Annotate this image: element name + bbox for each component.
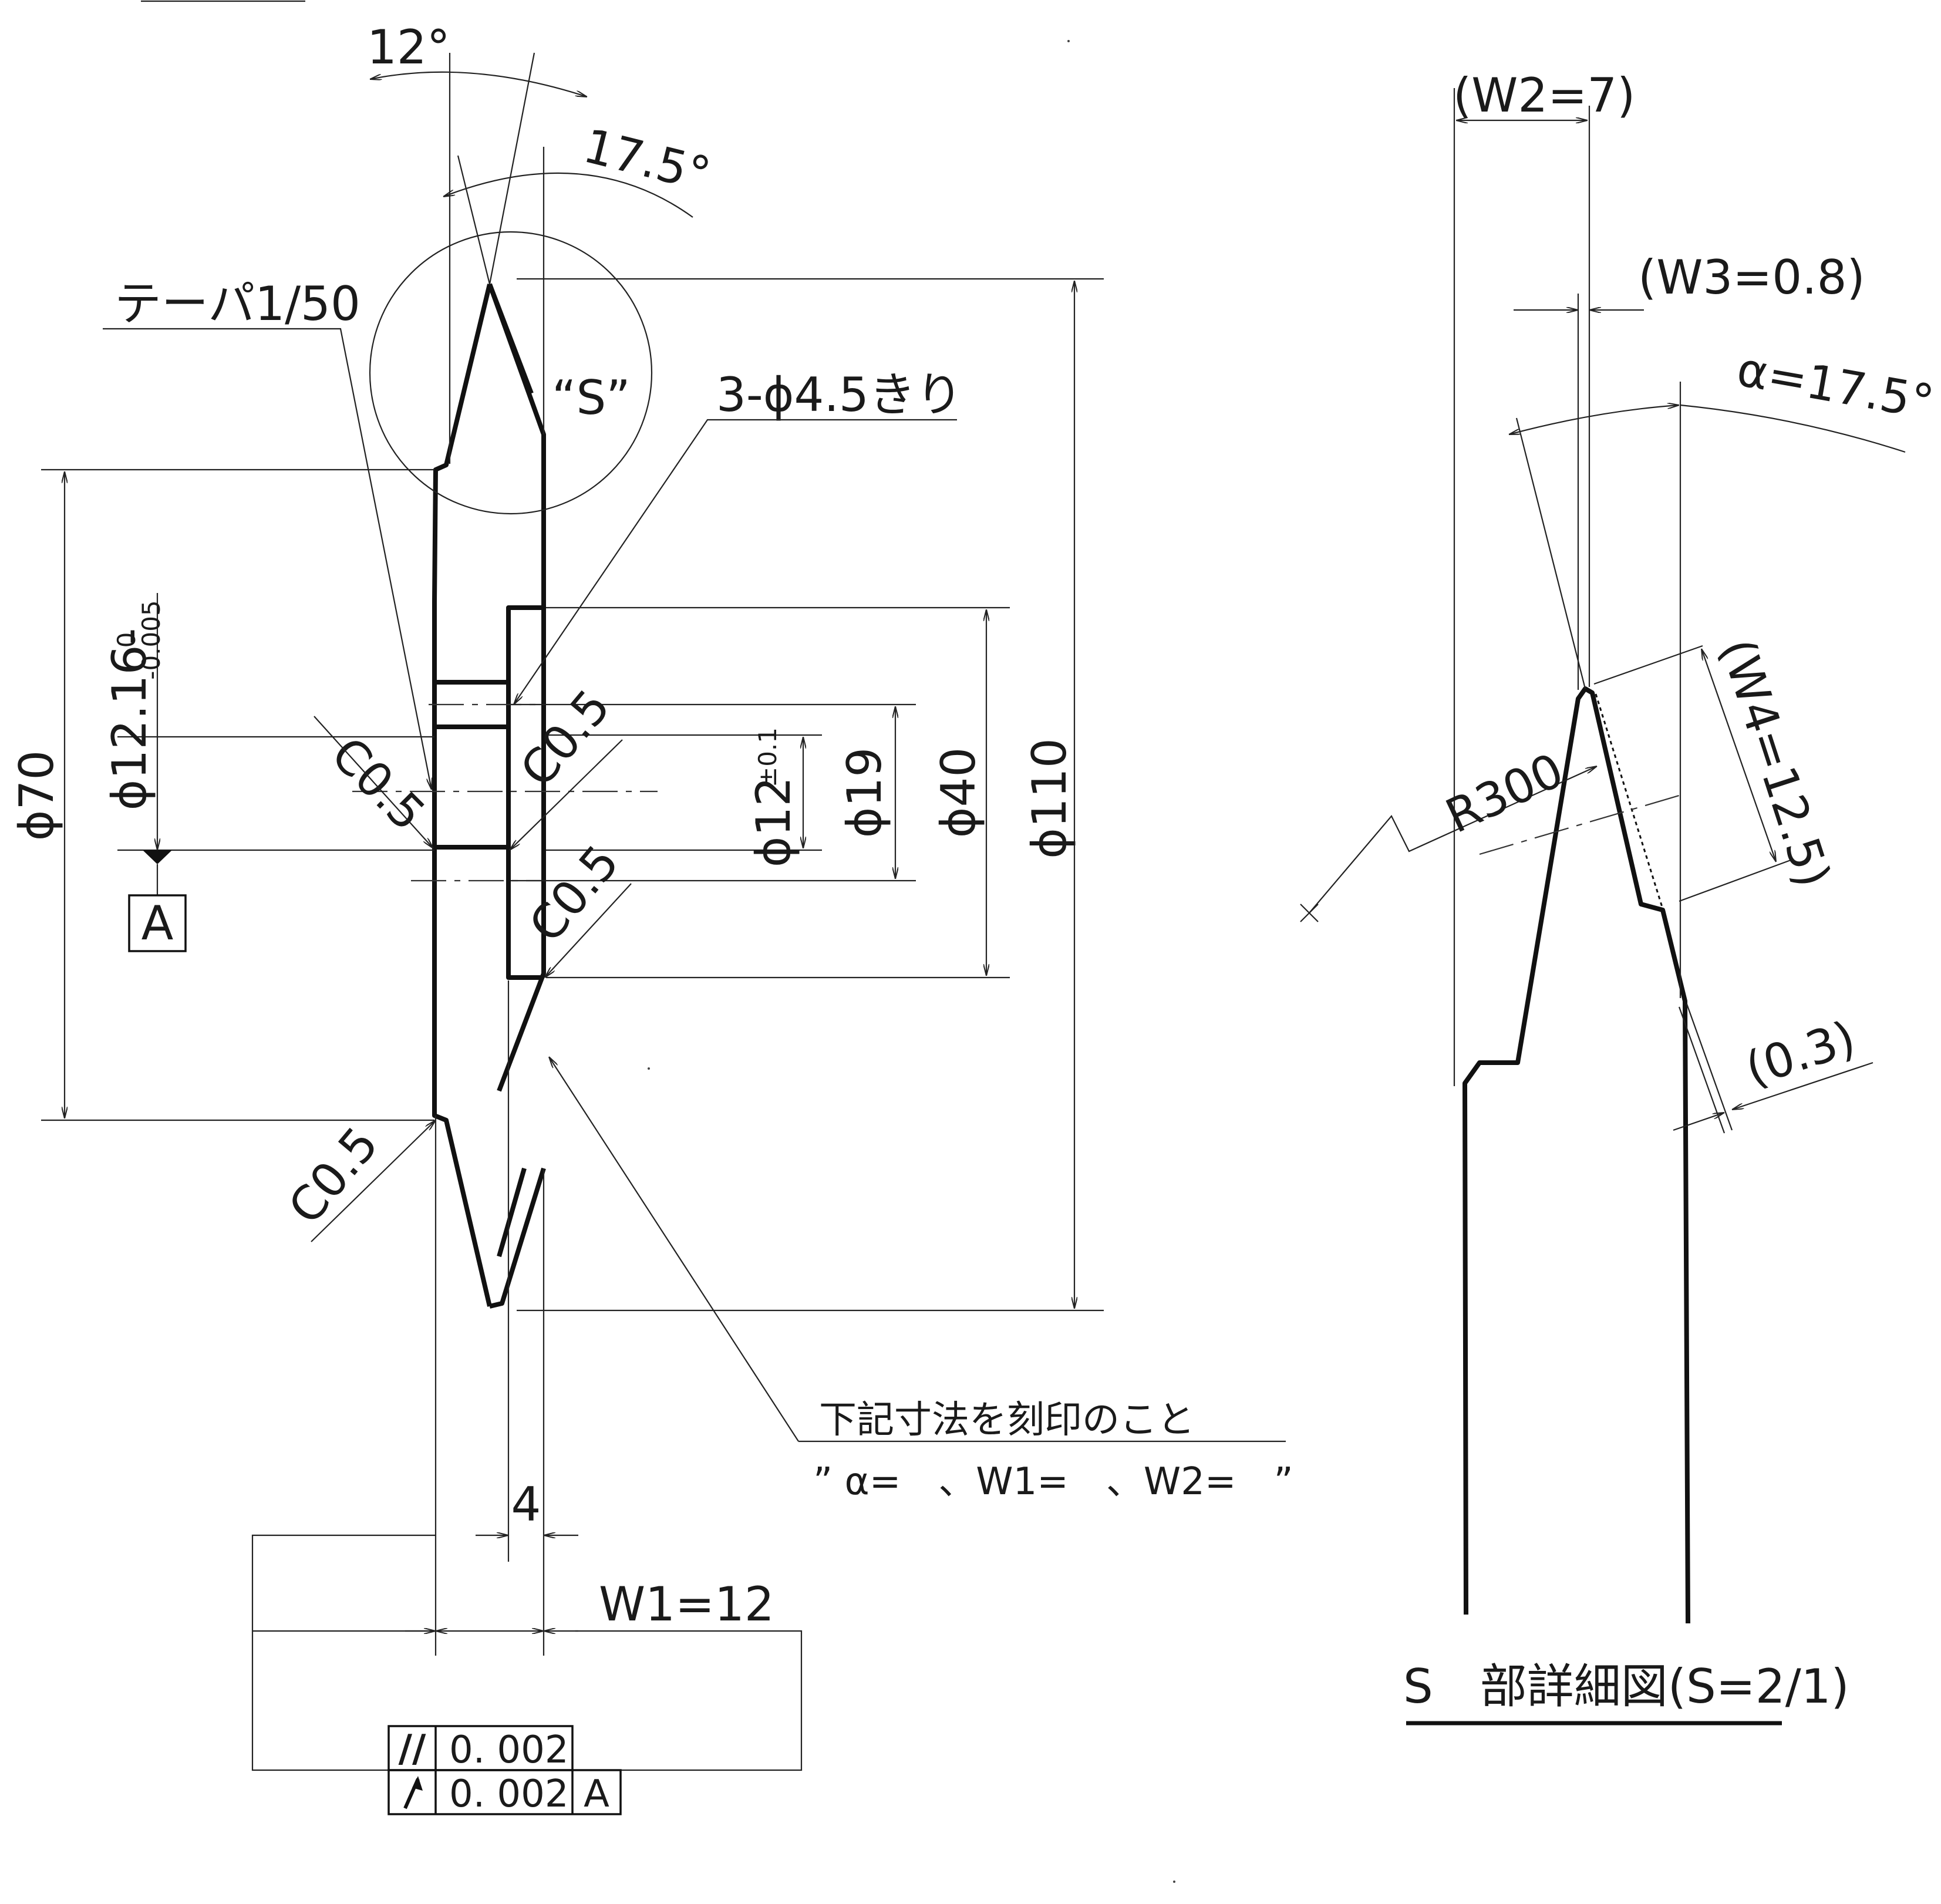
- detail-dim-line-w4: [1700, 649, 1777, 862]
- dim-phi40-label: ϕ40: [931, 747, 986, 838]
- datum-a-box: [128, 894, 187, 952]
- detail-relief-hatch: [1595, 693, 1664, 909]
- gdt-runout-frame: 0. 002 A: [387, 1769, 622, 1816]
- chamfer-c05-hub: C0.5: [518, 835, 629, 952]
- chamfer-leader-hub: [545, 883, 632, 978]
- detail-dim-line-03-right: [1732, 1061, 1873, 1111]
- dim-phi12-16-label: ϕ12.16-: [102, 628, 157, 811]
- detail-r300-centerline: [1479, 794, 1680, 855]
- main-view: “S” 12° 17.5° テーパ1/50 3-ϕ4.5きり ϕ110: [9, 20, 1293, 1816]
- holes-note: 3-ϕ4.5きり: [716, 368, 963, 422]
- parallelism-icon: //: [399, 1727, 426, 1771]
- datum-a-letter: A: [141, 896, 174, 951]
- detail-alpha-ray: [1515, 417, 1586, 689]
- angle12-ray: [488, 52, 535, 285]
- dim-4-label: 4: [511, 1477, 541, 1532]
- dim-phi110-label: ϕ110: [1022, 738, 1077, 858]
- detail-callout-label: “S”: [552, 370, 631, 425]
- detail-r300-center-y: [1300, 904, 1319, 922]
- runout-arrow-icon: [403, 1776, 423, 1809]
- detail-alpha-arc-inner: [1509, 405, 1679, 436]
- chamfer-leader-outer: [311, 1120, 436, 1242]
- angle175-ray: [457, 155, 491, 285]
- detail-ext-w4-bottom: [1679, 859, 1791, 902]
- angle-17-5-label: 17.5°: [578, 119, 716, 203]
- gdt-leader-right: [572, 1630, 803, 1771]
- detail-dim-03: (0.3): [1739, 1010, 1862, 1097]
- dim-phi12-16-tol-upper: 0: [112, 632, 141, 648]
- dim-phi12-16-tol-lower: -0.005: [137, 600, 166, 679]
- gdt-runout-value: 0. 002: [449, 1772, 569, 1816]
- part-outline: [432, 283, 546, 1309]
- detail-dim-line-03-left: [1673, 1111, 1724, 1131]
- detail-view: (W2=7) (W3=0.8) α=17.5° R300 (W4=12.5) (…: [1300, 68, 1938, 1726]
- gdt-runout-box: [387, 1769, 622, 1815]
- detail-part-outline: [1463, 686, 1690, 1624]
- gdt-parallelism-frame: // 0. 002: [387, 1725, 574, 1772]
- scan-dot: [1173, 1881, 1175, 1883]
- detail-ext-03-a: [1686, 1003, 1733, 1131]
- dim-phi70-label: ϕ70: [9, 750, 64, 841]
- marking-note: 下記寸法を刻印のこと: [819, 1398, 1195, 1442]
- detail-alpha-arc-outer: [1680, 404, 1906, 453]
- angle12-arc: [370, 71, 587, 98]
- chamfer-c05-bore-right: C0.5: [510, 679, 621, 797]
- detail-dim-w4: (W4=12.5): [1710, 632, 1841, 894]
- gdt-runout-datum: A: [584, 1772, 609, 1816]
- detail-ext-w4-top: [1593, 645, 1703, 685]
- gdt-parallelism-value: 0. 002: [449, 1728, 569, 1772]
- taper-note: テーパ1/50: [114, 277, 360, 331]
- dim-phi12-tolerance: ±0.1: [753, 727, 782, 787]
- gdt-leader-upper: [251, 1534, 436, 1771]
- detail-dim-w2: (W2=7): [1453, 68, 1635, 123]
- detail-r300-leader: [1309, 765, 1597, 914]
- scan-dot: [648, 1067, 650, 1070]
- detail-view-title: S 部詳細図(S=2/1): [1403, 1659, 1849, 1714]
- chamfer-c05-bore-left: C0.5: [321, 727, 436, 841]
- detail-circle-s: [369, 231, 653, 515]
- holes-leader: [514, 419, 957, 705]
- angle-12-label: 12°: [367, 20, 450, 75]
- marking-values: ” α= 、W1= 、W2= ”: [813, 1460, 1293, 1504]
- chamfer-leader-bore-right: [510, 739, 623, 850]
- detail-dim-w3: (W3=0.8): [1638, 250, 1865, 305]
- scan-dot: [1067, 40, 1070, 42]
- chamfer-c05-outer: C0.5: [278, 1117, 389, 1234]
- dim-phi19-label: ϕ19: [837, 747, 892, 838]
- chamfer-leader-bore-left: [314, 716, 433, 848]
- dim-w1-label: W1=12: [599, 1577, 774, 1632]
- angle175-arc: [443, 172, 693, 218]
- taper-leader: [103, 328, 432, 790]
- detail-dim-r300: R300: [1438, 743, 1572, 844]
- marking-leader: [549, 1057, 799, 1442]
- dim-phi12-label: ϕ12: [746, 777, 801, 868]
- datum-a-triangle-icon: [143, 850, 172, 864]
